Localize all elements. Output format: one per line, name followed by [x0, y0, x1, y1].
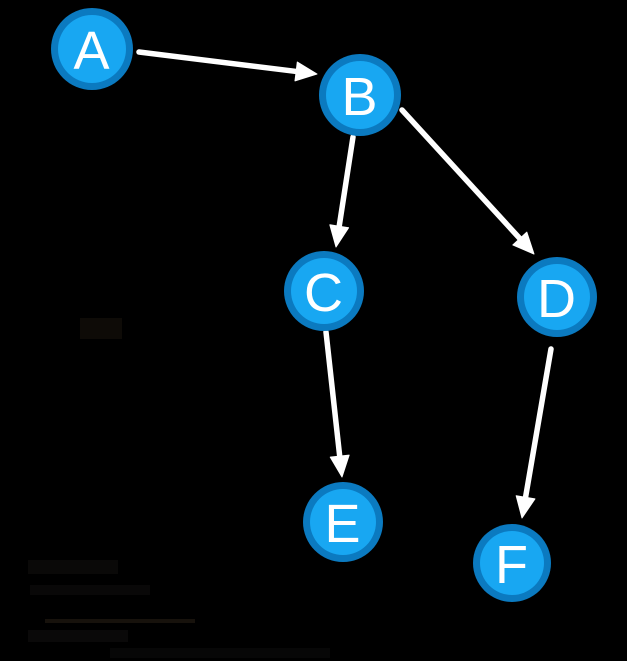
- node-d[interactable]: D: [517, 257, 597, 337]
- faint-smudge: [30, 585, 150, 595]
- node-label: A: [73, 21, 110, 81]
- edge-line: [336, 134, 356, 229]
- node-e[interactable]: E: [303, 482, 383, 562]
- node-label: C: [304, 263, 344, 323]
- edge-line: [136, 49, 299, 75]
- node-a[interactable]: A: [51, 8, 133, 90]
- arrowhead-icon: [329, 454, 350, 478]
- node-f[interactable]: F: [473, 524, 551, 602]
- faint-smudge: [110, 648, 330, 658]
- node-b[interactable]: B: [319, 54, 401, 136]
- edge-b-c: [329, 134, 356, 248]
- node-label: E: [324, 494, 361, 554]
- edge-c-e: [323, 329, 350, 478]
- arrowhead-icon: [515, 495, 536, 519]
- faint-smudge: [45, 619, 195, 623]
- arrowhead-icon: [294, 61, 318, 82]
- node-label: F: [495, 535, 529, 595]
- arrowhead-icon: [329, 224, 350, 248]
- edge-a-b: [136, 49, 318, 82]
- faint-smudge: [28, 630, 128, 642]
- node-body: [326, 61, 394, 129]
- edge-line: [399, 107, 523, 242]
- node-c[interactable]: C: [284, 251, 364, 331]
- arrowhead-icon: [512, 231, 535, 255]
- edge-d-f: [515, 346, 554, 519]
- edge-line: [323, 329, 343, 459]
- node-label: B: [341, 67, 378, 127]
- faint-smudge: [80, 318, 122, 339]
- edge-b-d: [399, 107, 535, 255]
- node-body: [310, 489, 376, 555]
- node-label: D: [537, 269, 577, 329]
- node-body: [524, 264, 590, 330]
- edge-line: [522, 346, 554, 501]
- node-body: [58, 15, 126, 83]
- faint-smudge: [28, 560, 118, 574]
- node-body: [480, 531, 544, 595]
- node-body: [291, 258, 357, 324]
